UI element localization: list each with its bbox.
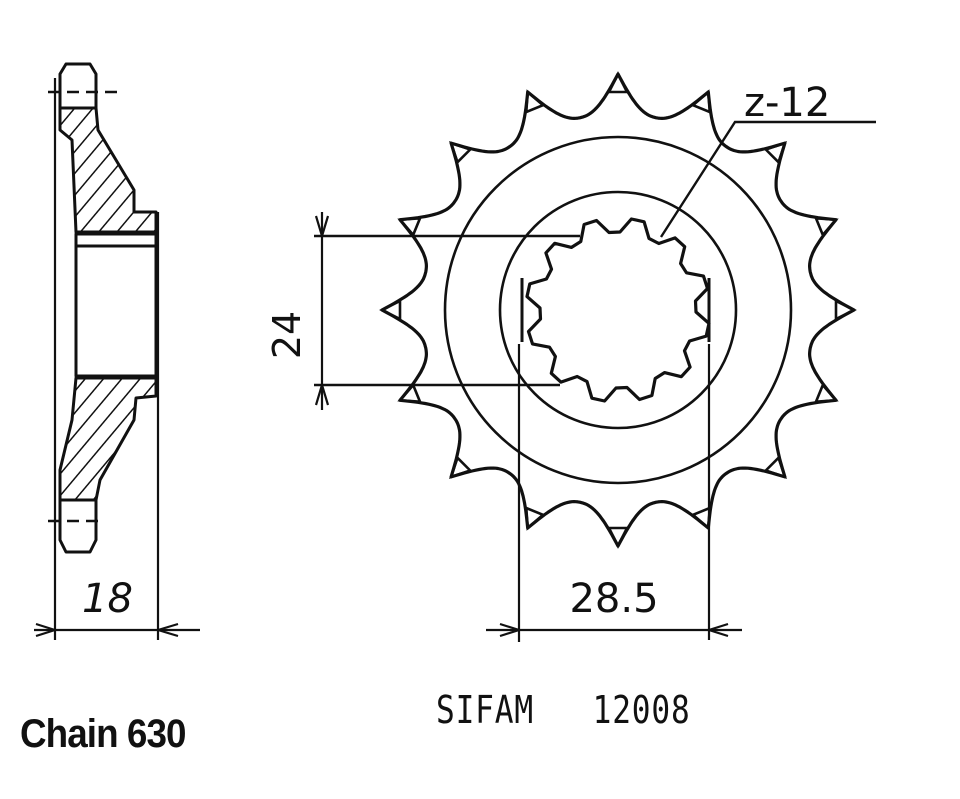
tooth-tip-marker (524, 506, 546, 531)
tooth-tip-marker (397, 216, 422, 238)
tooth-tip-marker (834, 298, 857, 322)
dimension-width-label: 18 (82, 576, 133, 622)
spline-bore (525, 217, 711, 403)
dimension-bore-label: 24 (265, 311, 309, 359)
front-view (314, 71, 876, 642)
dimension-spline-label: 28.5 (569, 576, 658, 622)
tooth-tip-marker (397, 382, 422, 404)
part-number-label: SIFAM 12008 (436, 688, 691, 732)
side-section-view (34, 62, 200, 640)
tooth-tip-marker (814, 382, 839, 404)
tooth-tip-marker (690, 506, 712, 531)
tooth-tip-marker (763, 141, 787, 165)
tooth-tip-marker (606, 71, 630, 94)
tooth-tip-marker (379, 298, 402, 322)
tooth-tip-marker (449, 141, 473, 165)
tooth-tip-markers (379, 71, 857, 549)
tooth-tip-marker (606, 526, 630, 549)
tooth-tip-marker (814, 216, 839, 238)
chain-size-label: Chain 630 (20, 712, 186, 756)
tooth-tip-marker (449, 455, 473, 479)
tooth-tip-marker (524, 89, 546, 114)
spline-teeth-label: z-12 (744, 80, 830, 126)
tooth-tip-marker (763, 455, 787, 479)
tooth-tip-marker (690, 89, 712, 114)
